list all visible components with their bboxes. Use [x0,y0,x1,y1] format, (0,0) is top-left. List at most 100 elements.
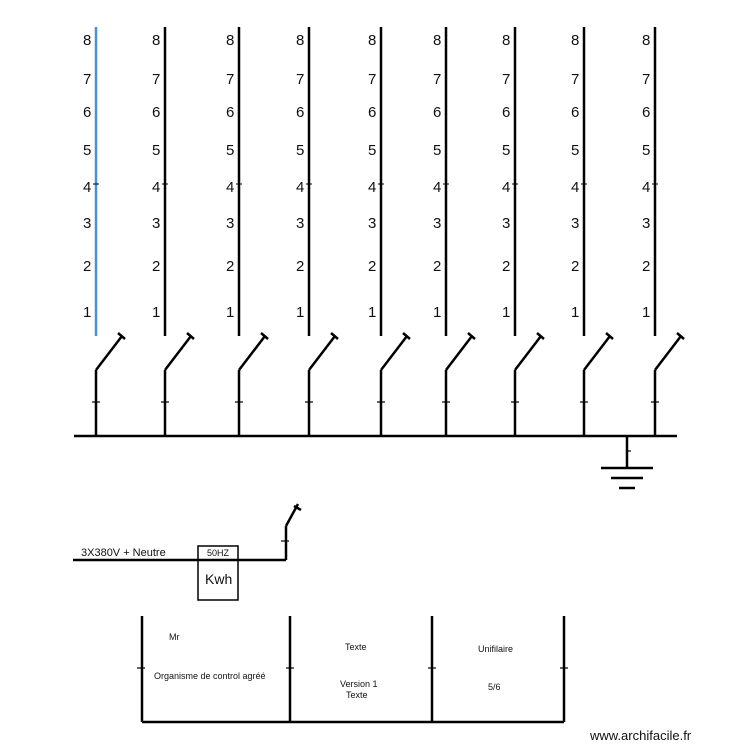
circuit-number-label: 4 [642,179,650,196]
title-cell3-bottom: 5/6 [488,682,501,692]
circuit-number-label: 7 [296,71,304,88]
circuit-number-label: 3 [152,215,160,232]
circuit-number-label: 4 [226,179,234,196]
circuit-number-label: 2 [571,258,579,275]
circuit-number-label: 6 [433,104,441,121]
circuit-number-label: 4 [152,179,160,196]
circuit-breaker-symbol [305,332,339,436]
circuit-breaker-symbol [377,332,411,436]
watermark: www.archifacile.fr [589,728,692,743]
circuit-number-label: 8 [296,32,304,49]
circuit-6: 8 7 6 5 4 3 2 1 [433,27,476,436]
circuit-number-label: 7 [571,71,579,88]
circuit-breaker-symbol [580,332,614,436]
title-cell2-bottom: Texte [346,690,368,700]
circuit-number-label: 3 [571,215,579,232]
circuit-number-label: 2 [368,258,376,275]
circuit-number-label: 2 [296,258,304,275]
circuit-5: 8 7 6 5 4 3 2 1 [368,27,411,436]
circuit-number-label: 5 [433,142,441,159]
circuit-number-label: 5 [83,142,91,159]
circuit-number-label: 2 [502,258,510,275]
circuit-number-label: 1 [152,304,160,321]
circuit-number-label: 8 [368,32,376,49]
circuit-number-label: 7 [83,71,91,88]
circuit-number-label: 7 [226,71,234,88]
circuit-breaker-symbol [161,332,195,436]
circuit-4: 8 7 6 5 4 3 2 1 [296,27,339,436]
circuit-number-label: 3 [642,215,650,232]
circuit-number-label: 6 [368,104,376,121]
circuit-breaker-symbol [235,332,269,436]
circuit-number-label: 4 [502,179,510,196]
circuit-number-label: 6 [296,104,304,121]
circuit-number-label: 1 [571,304,579,321]
circuit-number-label: 2 [226,258,234,275]
circuit-number-label: 5 [226,142,234,159]
circuit-number-label: 8 [433,32,441,49]
circuit-number-label: 5 [296,142,304,159]
circuit-number-label: 3 [296,215,304,232]
circuit-number-label: 5 [152,142,160,159]
circuit-number-label: 7 [152,71,160,88]
circuit-number-label: 7 [502,71,510,88]
circuit-number-label: 3 [83,215,91,232]
circuit-number-label: 2 [83,258,91,275]
circuit-group: 8 7 6 5 4 3 2 1 8 7 6 5 4 3 2 1 8 7 6 5 4 3 2 1 8 7 6 5 4 3 2 1 8 7 6 5 4 3 2 1… [83,27,685,436]
circuit-number-label: 3 [433,215,441,232]
circuit-number-label: 2 [433,258,441,275]
circuit-number-label: 3 [502,215,510,232]
meter-label: Kwh [205,571,232,587]
circuit-number-label: 8 [571,32,579,49]
circuit-number-label: 6 [83,104,91,121]
circuit-number-label: 3 [226,215,234,232]
circuit-number-label: 1 [368,304,376,321]
circuit-number-label: 6 [226,104,234,121]
circuit-number-label: 6 [152,104,160,121]
circuit-number-label: 4 [296,179,304,196]
circuit-number-label: 7 [368,71,376,88]
circuit-number-label: 4 [433,179,441,196]
circuit-number-label: 4 [83,179,91,196]
circuit-7: 8 7 6 5 4 3 2 1 [502,27,545,436]
circuit-number-label: 2 [152,258,160,275]
circuit-number-label: 2 [642,258,650,275]
meter-box [197,545,239,601]
circuit-number-label: 7 [642,71,650,88]
circuit-number-label: 5 [368,142,376,159]
title-block [137,616,568,724]
circuit-number-label: 1 [296,304,304,321]
circuit-number-label: 6 [502,104,510,121]
title-cell1-top: Mr [169,632,180,642]
circuit-number-label: 4 [368,179,376,196]
title-cell2-mid: Version 1 [340,679,378,689]
circuit-number-label: 6 [642,104,650,121]
title-cell2-top: Texte [345,642,367,652]
circuit-number-label: 7 [433,71,441,88]
circuit-breaker-symbol [511,332,545,436]
circuit-number-label: 1 [502,304,510,321]
title-cell1-bottom: Organisme de control agréé [154,671,266,681]
circuit-number-label: 8 [502,32,510,49]
circuit-number-label: 5 [502,142,510,159]
circuit-number-label: 5 [571,142,579,159]
circuit-number-label: 8 [642,32,650,49]
main-switch [281,503,302,560]
circuit-number-label: 6 [571,104,579,121]
circuit-number-label: 3 [368,215,376,232]
meter-frequency: 50HZ [207,548,230,558]
circuit-number-label: 1 [642,304,650,321]
circuit-number-label: 1 [433,304,441,321]
circuit-number-label: 8 [226,32,234,49]
title-cell3-top: Unifilaire [478,644,513,654]
circuit-breaker-symbol [442,332,476,436]
circuit-number-label: 1 [83,304,91,321]
supply-label: 3X380V + Neutre [81,547,166,559]
